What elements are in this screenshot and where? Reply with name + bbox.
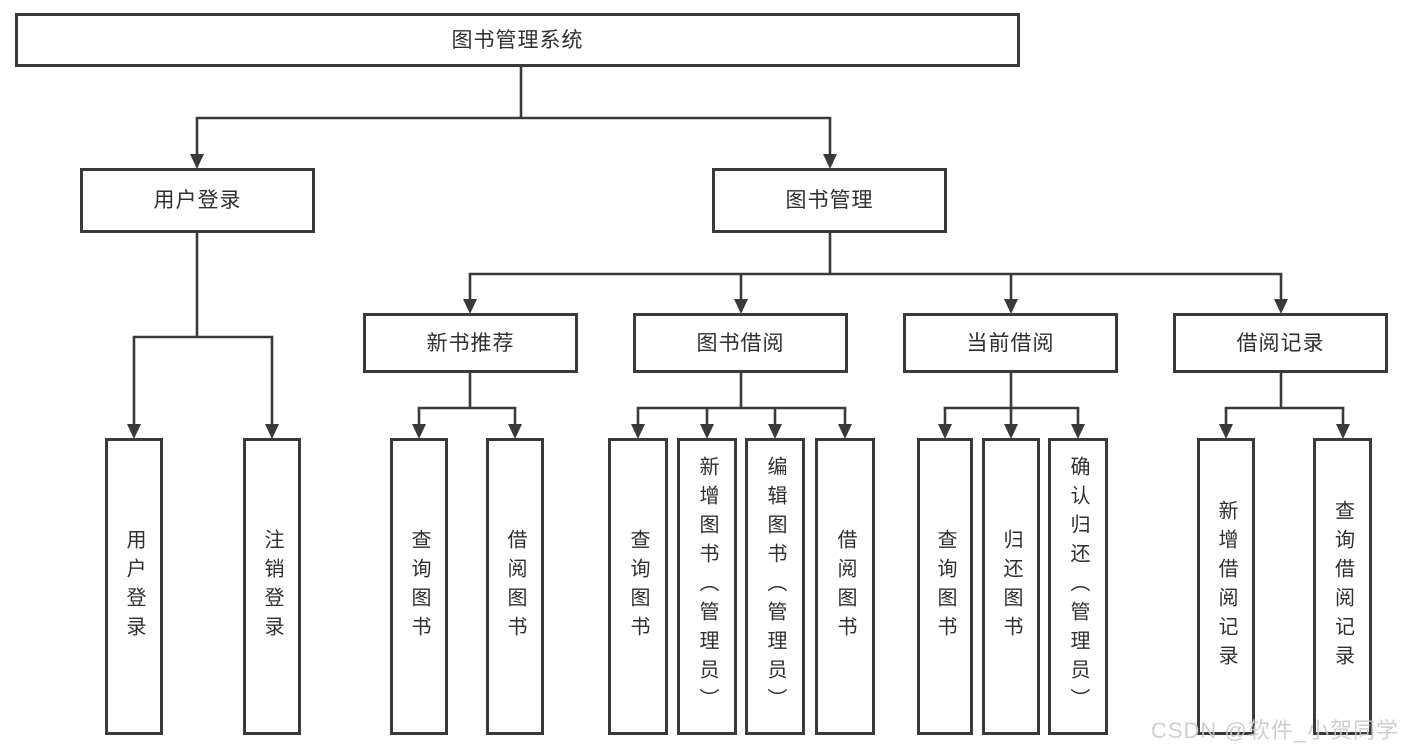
- arrow-down: [1336, 408, 1350, 439]
- node-leaf-confirm-return-admin: 确认归还（管理员）: [1048, 438, 1108, 735]
- arrow-down: [412, 408, 426, 439]
- arrow-down: [1219, 408, 1233, 439]
- node-label: 当前借阅: [966, 331, 1055, 355]
- node-borrow-record: 借阅记录: [1173, 313, 1388, 373]
- arrow-down: [265, 337, 279, 439]
- connector-borrow-record-branch: [1219, 371, 1350, 439]
- node-label: 新书推荐: [426, 331, 515, 355]
- node-leaf-borrow-book-1: 借阅图书: [486, 438, 544, 735]
- connector-user-login-branch: [127, 231, 279, 439]
- node-label: 图书借阅: [696, 331, 785, 355]
- node-leaf-query-book-3: 查询图书: [917, 438, 973, 735]
- node-label: 编辑图书（管理员）: [764, 456, 786, 717]
- node-label: 归还图书: [1000, 528, 1022, 645]
- node-label: 用户登录: [153, 189, 242, 212]
- arrow-down: [700, 408, 714, 439]
- arrow-down: [190, 118, 204, 169]
- node-leaf-query-book-1: 查询图书: [390, 438, 448, 735]
- node-book-borrow: 图书借阅: [633, 313, 848, 373]
- connector-book-borrow-branch: [631, 371, 852, 439]
- node-user-login-module: 用户登录: [80, 168, 315, 233]
- node-root-label: 图书管理系统: [451, 28, 584, 52]
- arrow-down: [463, 274, 477, 314]
- node-root-system: 图书管理系统: [15, 13, 1020, 67]
- arrow-down: [127, 337, 141, 439]
- node-leaf-add-borrow-record: 新增借阅记录: [1197, 438, 1255, 735]
- arrow-down: [938, 408, 952, 439]
- node-label: 确认归还（管理员）: [1067, 456, 1089, 717]
- node-label: 注销登录: [261, 528, 283, 645]
- connector-current-borrow-branch: [938, 371, 1085, 439]
- node-book-mgmt-module: 图书管理: [712, 168, 947, 233]
- arrow-down: [734, 274, 748, 314]
- node-leaf-edit-book-admin: 编辑图书（管理员）: [745, 438, 805, 735]
- node-label: 查询图书: [934, 528, 956, 645]
- arrow-down: [768, 408, 782, 439]
- arrow-down: [1274, 274, 1288, 314]
- node-label: 用户登录: [123, 528, 145, 645]
- node-label: 借阅图书: [504, 528, 526, 645]
- arrow-down: [823, 118, 837, 169]
- node-current-borrow: 当前借阅: [903, 313, 1118, 373]
- node-label: 借阅图书: [834, 528, 856, 645]
- arrow-down: [508, 408, 522, 439]
- watermark: CSDN @软件_小贺同学: [1150, 718, 1399, 743]
- node-label: 新增借阅记录: [1215, 499, 1237, 674]
- node-leaf-borrow-book-2: 借阅图书: [815, 438, 875, 735]
- connector-book-mgmt-to-level3: [463, 231, 1288, 314]
- node-leaf-query-book-2: 查询图书: [608, 438, 668, 735]
- arrow-down: [1004, 408, 1018, 439]
- arrow-down: [631, 408, 645, 439]
- arrow-down: [838, 408, 852, 439]
- node-label: 查询借阅记录: [1331, 499, 1354, 674]
- arrow-down: [1004, 274, 1018, 314]
- node-label: 图书管理: [785, 189, 874, 212]
- node-leaf-add-book-admin: 新增图书（管理员）: [677, 438, 737, 735]
- node-leaf-return-book: 归还图书: [982, 438, 1040, 735]
- connector-root-to-level2: [190, 64, 837, 169]
- node-leaf-query-borrow-record: 查询借阅记录: [1313, 438, 1372, 735]
- node-leaf-user-login: 用户登录: [105, 438, 163, 735]
- node-label: 借阅记录: [1236, 331, 1325, 355]
- node-label: 查询图书: [627, 528, 649, 645]
- arrow-down: [1071, 408, 1085, 439]
- node-leaf-logout: 注销登录: [243, 438, 301, 735]
- node-label: 查询图书: [408, 528, 430, 645]
- node-new-book-recommend: 新书推荐: [363, 313, 578, 373]
- node-label: 新增图书（管理员）: [696, 456, 718, 717]
- connector-new-book-branch: [412, 371, 522, 439]
